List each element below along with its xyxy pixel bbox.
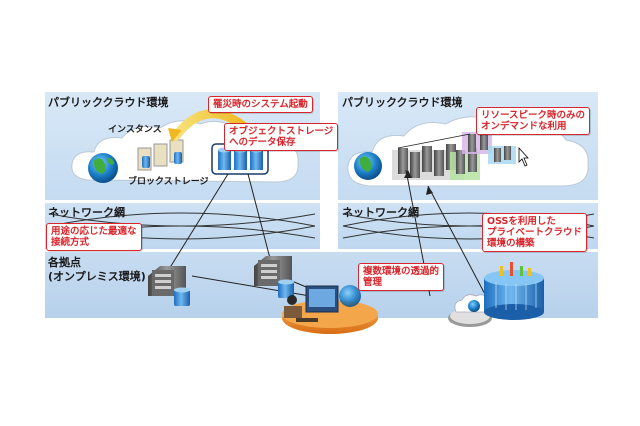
callout-object-storage: オブジェクトストレージ へのデータ保存 [224,123,339,151]
callout-peak-line1: リソースピーク時のみの [481,110,586,121]
onprem-title-line1: 各拠点 [48,256,81,269]
right-network-title: ネットワーク網 [342,206,419,219]
callout-connection-line2: 接続方式 [51,237,90,248]
callout-disaster-text: 罹災時のシステム起動 [213,99,308,110]
left-public-cloud-title: パブリッククラウド環境 [48,96,169,109]
callout-connection-line1: 用途の応じた最適な [51,226,137,237]
callout-object-storage-line2: へのデータ保存 [229,137,296,148]
left-globe-icon [88,153,118,183]
callout-transparent-line2: 管理 [363,277,383,288]
callout-oss-line3: 環境の構築 [487,238,535,249]
callout-peak-on-demand: リソースピーク時のみの オンデマンドな利用 [476,107,591,135]
callout-peak-line2: オンデマンドな利用 [481,121,567,132]
callout-connection-method: 用途の応じた最適な 接続方式 [46,223,142,251]
arrowheads [404,170,433,195]
block-storage-label: ブロックストレージ [128,177,209,187]
callout-transparent-line1: 複数環境の透過的 [363,266,440,277]
onprem-site-1-icon [148,266,190,306]
callout-oss-line1: OSSを利用した [487,216,556,227]
callout-oss-line2: プライベートクラウド [487,227,583,238]
instance-label: インスタンス [108,125,162,135]
instance-server-icons [137,139,184,171]
private-cloud-stack-icon [448,262,544,327]
right-public-cloud-title: パブリッククラウド環境 [342,96,463,109]
callout-disaster-recovery: 罹災時のシステム起動 [208,96,313,113]
onprem-title-line2: (オンプレミス環境) [48,270,146,283]
cursor-icon [518,146,529,167]
callout-transparent-management: 複数環境の透過的 管理 [358,263,445,291]
management-console-icon [282,285,378,334]
on-demand-vm-cluster [392,132,516,180]
right-globe-icon [354,152,382,180]
callout-object-storage-line1: オブジェクトストレージ [229,126,334,137]
left-network-title: ネットワーク網 [48,206,125,219]
callout-oss-private-cloud: OSSを利用した プライベートクラウド 環境の構築 [482,213,588,252]
onprem-site-2-icon [254,256,294,298]
recovery-arrow [168,109,251,142]
